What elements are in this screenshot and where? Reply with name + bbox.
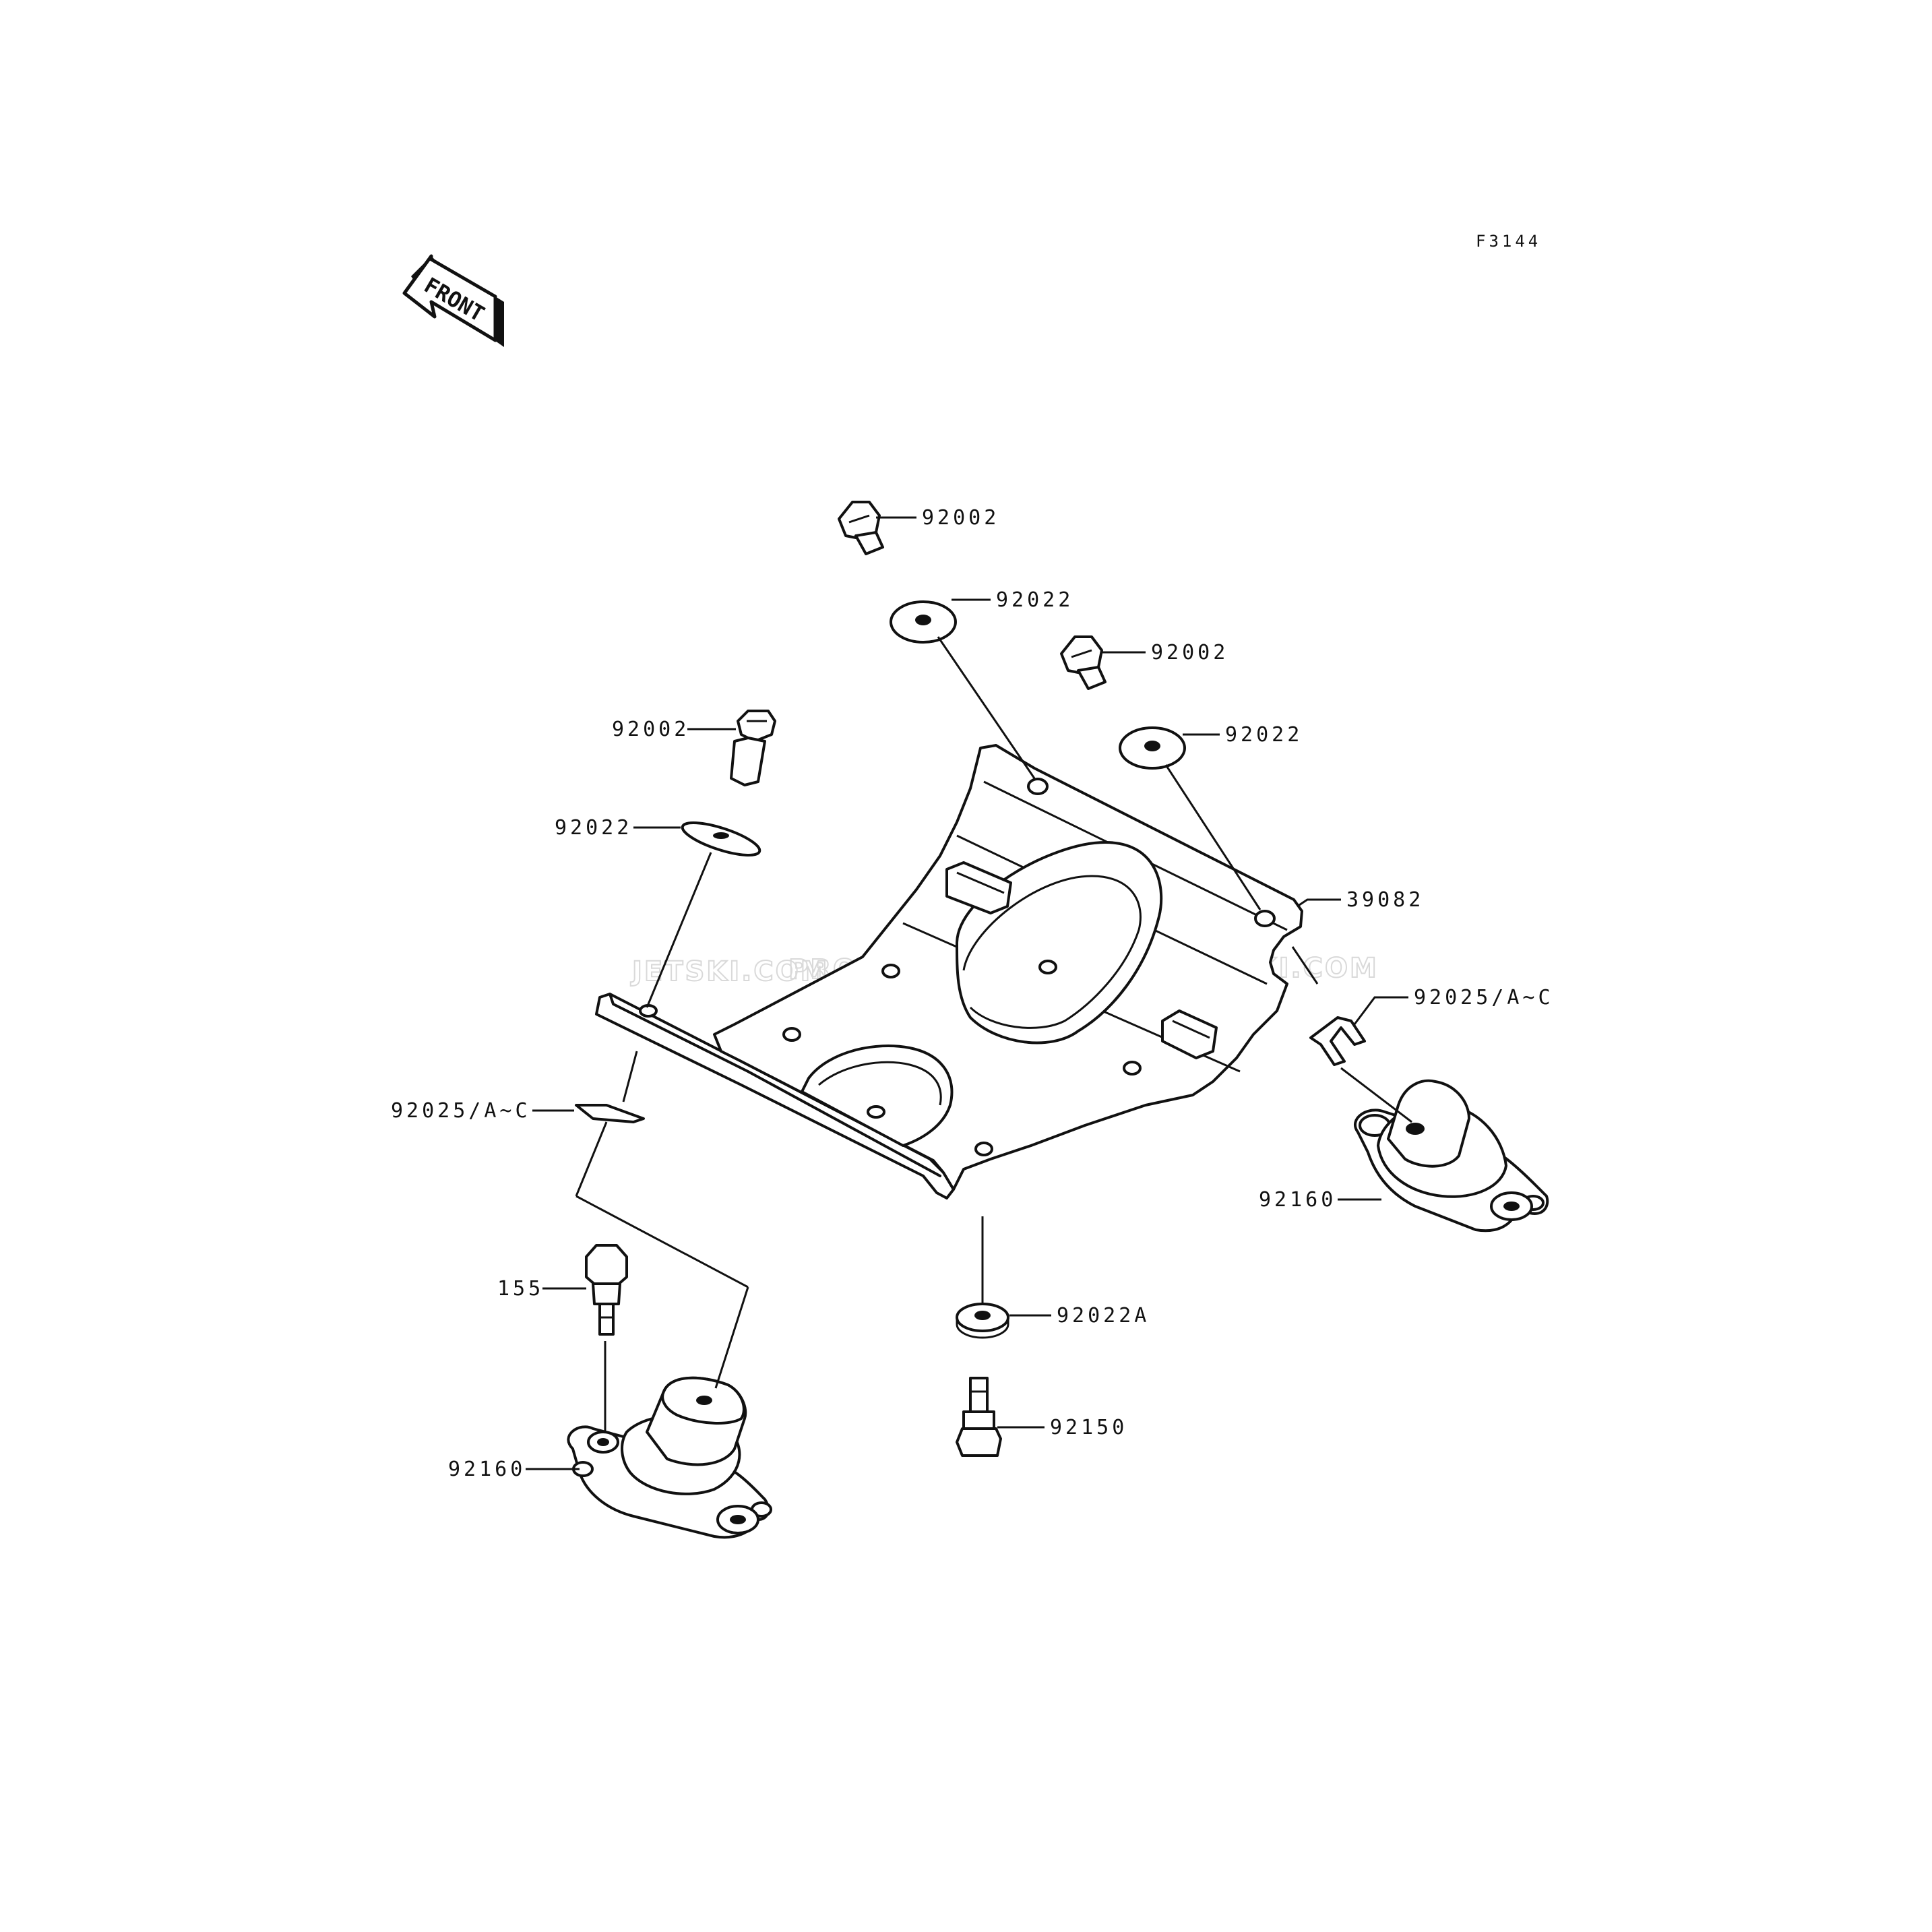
label-bolt-upper-right: 92002 (1151, 641, 1228, 664)
label-washer-bottom: 92022A (1057, 1304, 1150, 1328)
bolt-92002-left (730, 710, 776, 786)
alignment-lines (575, 636, 1412, 1432)
washer-92022-left (681, 821, 761, 856)
label-shim-left: 92025/A~C (391, 1099, 531, 1123)
shim-92025-right (1309, 1016, 1366, 1066)
washer-92022-top (890, 600, 957, 644)
label-shim-right: 92025/A~C (1414, 986, 1554, 1009)
bolt-155 (585, 1244, 628, 1336)
washer-92022-upper-right (1119, 726, 1186, 770)
label-mount-left: 92160 (448, 1458, 526, 1481)
engine-mount-92160-right (1354, 1079, 1549, 1233)
label-bolt-155: 155 (497, 1277, 544, 1301)
stud-92150 (956, 1377, 1002, 1457)
figure-code: F3144 (1476, 232, 1541, 251)
label-bolt-top: 92002 (922, 506, 999, 530)
front-arrow-icon: FRONT (402, 254, 504, 347)
engine-mount-92160-left (567, 1376, 772, 1539)
label-washer-upper-right: 92022 (1225, 723, 1303, 747)
leader-lines (526, 516, 1408, 1470)
label-mount-right: 92160 (1259, 1188, 1336, 1212)
label-bolt-left: 92002 (612, 718, 689, 741)
bolt-92002-upper-right (1060, 635, 1107, 690)
callout-labels: 92002 92022 92002 92022 92002 92022 3908… (391, 506, 1554, 1481)
label-washer-left: 92022 (555, 816, 632, 840)
label-stud: 92150 (1050, 1416, 1127, 1439)
label-bed-plate: 39082 (1346, 888, 1424, 912)
bolt-92002-top (838, 501, 884, 555)
washer-92022A (956, 1303, 1009, 1339)
engine-bed-plate (595, 744, 1303, 1199)
label-washer-top: 92022 (996, 588, 1073, 612)
shim-92025-left (575, 1104, 645, 1123)
